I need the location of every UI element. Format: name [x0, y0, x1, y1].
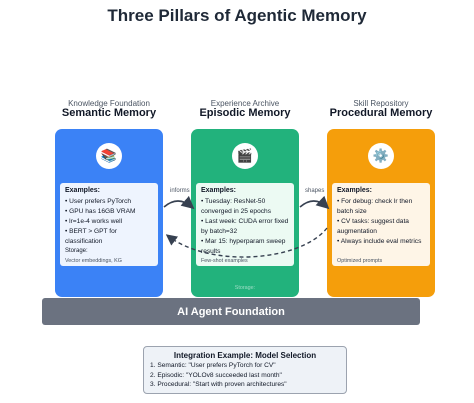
storage-label: Storage:	[65, 247, 88, 254]
example-item: • Always include eval metrics	[337, 237, 422, 245]
informs-label: informs	[170, 188, 190, 194]
examples-heading: Examples:	[201, 187, 237, 194]
example-item: • CV tasks: suggest data augmentation	[337, 217, 409, 235]
integration-line: 3. Procedural: "Start with proven archit…	[150, 381, 287, 389]
procedural-subtitle: Skill Repository	[353, 99, 409, 108]
episodic-subtitle: Experience Archive	[210, 99, 280, 108]
integration-example-box: Integration Example: Model Selection 1. …	[143, 346, 347, 394]
shapes-label: shapes	[305, 188, 325, 194]
gear-icon: ⚙️	[368, 143, 394, 169]
informs-arrow	[163, 195, 195, 210]
shapes-arrow	[299, 195, 330, 210]
example-item: • GPU has 16GB VRAM	[65, 207, 136, 215]
examples-heading: Examples:	[337, 187, 373, 194]
procedural-examples-box: Examples: • For debug: check lr then bat…	[332, 183, 430, 266]
integration-line: 1. Semantic: "User prefers PyTorch for C…	[150, 362, 276, 369]
integration-title: Integration Example: Model Selection	[173, 351, 317, 360]
example-item: • User prefers PyTorch	[65, 197, 132, 205]
procedural-title: Procedural Memory	[329, 107, 433, 119]
example-item: • lr=1e-4 works well	[65, 217, 123, 225]
example-item: • Mar 15: hyperparam sweep results	[201, 237, 286, 255]
diagram-title: Three Pillars of Agentic Memory	[107, 6, 367, 25]
storage-note: Optimized prompts	[337, 257, 383, 264]
semantic-subtitle: Knowledge Foundation	[68, 99, 150, 108]
integration-line: 2. Episodic: "YOLOv8 succeeded last mont…	[150, 371, 282, 379]
books-icon: 📚	[96, 143, 122, 169]
clapperboard-icon: 🎬	[232, 143, 258, 169]
example-item: • Last week: CUDA error fixed by batch=3…	[201, 217, 289, 235]
storage-note: Vector embeddings, KG	[65, 257, 122, 264]
example-item: • For debug: check lr then batch size	[337, 197, 413, 215]
semantic-examples-box: Examples: • User prefers PyTorch • GPU h…	[60, 183, 158, 266]
episodic-title: Episodic Memory	[199, 107, 291, 119]
ai-agent-foundation-bar: AI Agent Foundation	[42, 298, 420, 325]
example-item: • BERT > GPT for classification	[65, 227, 117, 245]
examples-heading: Examples:	[65, 187, 101, 194]
example-item: • Tuesday: ResNet-50 converged in 25 epo…	[201, 197, 272, 215]
storage-note: Few-shot examples	[201, 257, 248, 264]
episodic-storage-label: Storage:	[234, 285, 256, 291]
semantic-title: Semantic Memory	[61, 107, 157, 119]
feedback-dashed-arrow	[165, 227, 328, 258]
episodic-examples-box: Examples: • Tuesday: ResNet-50 converged…	[196, 183, 294, 266]
